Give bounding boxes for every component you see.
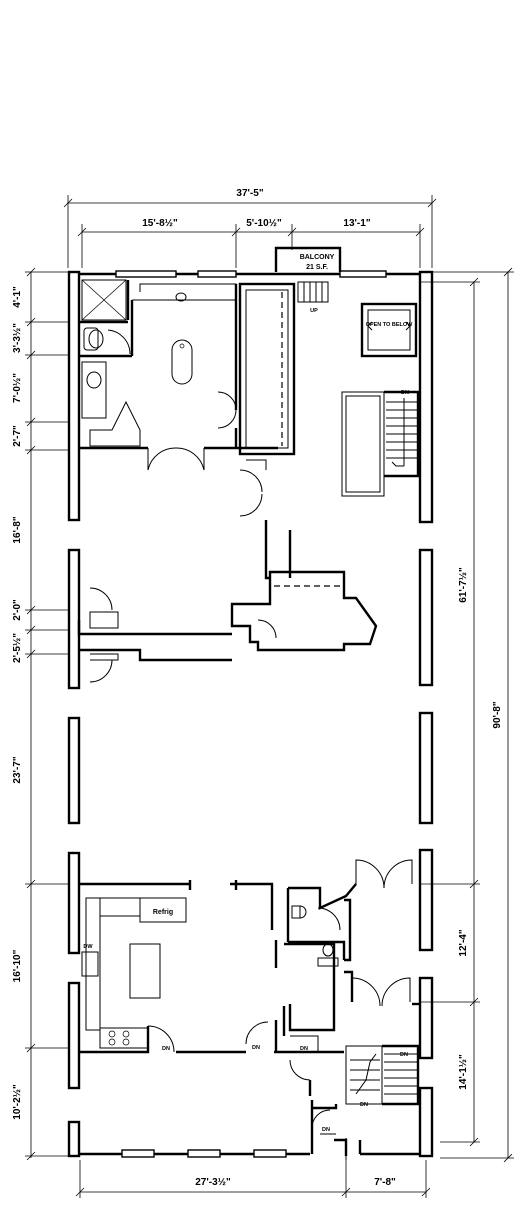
bottom-dimensions: 27'-3½" 7'-8" [75,1160,431,1198]
dim-top-right: 13'-1" [343,218,370,229]
hall-walls [77,587,232,683]
balcony-label: BALCONY [300,254,335,261]
balcony-area: 21 S.F. [306,264,328,271]
dim-left-1: 4'-1" [12,286,23,308]
stair-landing-dn-label: DN [360,1102,368,1108]
dim-left-6: 2'-0" [12,599,23,621]
dim-left-10: 10'-2½" [12,1084,23,1120]
dim-right-mid: 12'-4" [458,929,469,956]
dw-label: DW [83,944,93,950]
dim-bottom-right: 7'-8" [374,1177,396,1188]
upper-stair-dn-label: DN [401,390,409,396]
closet-dn-label: DN [300,1046,308,1052]
lower-closet: DN DN [176,940,344,1054]
dim-left-4: 2'-7" [12,425,23,447]
kitchen-dn-label: DN [162,1046,170,1052]
entry-dn-label: DN [322,1127,330,1133]
dim-left-3: 7'-0½" [12,373,23,403]
stair-dn-label: DN [400,1052,408,1058]
powder-room [286,883,357,967]
dim-left-2: 3'-3½" [12,323,23,353]
upper-stair: DN [341,390,420,497]
dim-left-9: 16'-10" [12,949,23,982]
walk-in-closet [238,282,296,517]
top-dimensions: 37'-5" 15'-8½" 5'-10½" 13'-1" [63,188,437,268]
dim-bottom-left: 27'-3½" [195,1177,231,1188]
open-to-below: OPEN TO BELOW [360,302,418,358]
refrig-label: Refrig [153,909,173,916]
kitchen: Refrig DW DN [79,880,274,1054]
dim-left-7: 2'-5½" [12,633,23,663]
dim-right-upper: 61'-7½" [458,567,469,603]
stair-up-label: UP [310,308,318,314]
right-dimensions: 90'-8" 61'-7½" 12'-4" 14'-1½" [420,267,514,1163]
balcony: BALCONY 21 S.F. UP [274,246,342,314]
dim-left-5: 16'-8" [12,516,23,543]
hall-dn-label: DN [252,1045,260,1051]
exterior-walls [67,270,434,1160]
lower-stair: DN DN DN [289,1044,420,1156]
open-to-below-label: OPEN TO BELOW [366,322,413,328]
dim-top-mid: 5'-10½" [246,218,282,229]
dim-right-lower: 14'-1½" [458,1054,469,1090]
entry-doors [344,859,420,1007]
mid-closet [230,520,378,652]
left-dimensions: 4'-1" 3'-3½" 7'-0½" 2'-7" 16'-8" 2'-0" 2… [12,267,70,1161]
dim-left-8: 23'-7" [12,756,23,783]
dim-top-left: 15'-8½" [142,218,178,229]
dim-right-overall: 90'-8" [492,701,503,728]
master-bath [79,279,278,471]
dim-top-overall: 37'-5" [236,188,263,199]
